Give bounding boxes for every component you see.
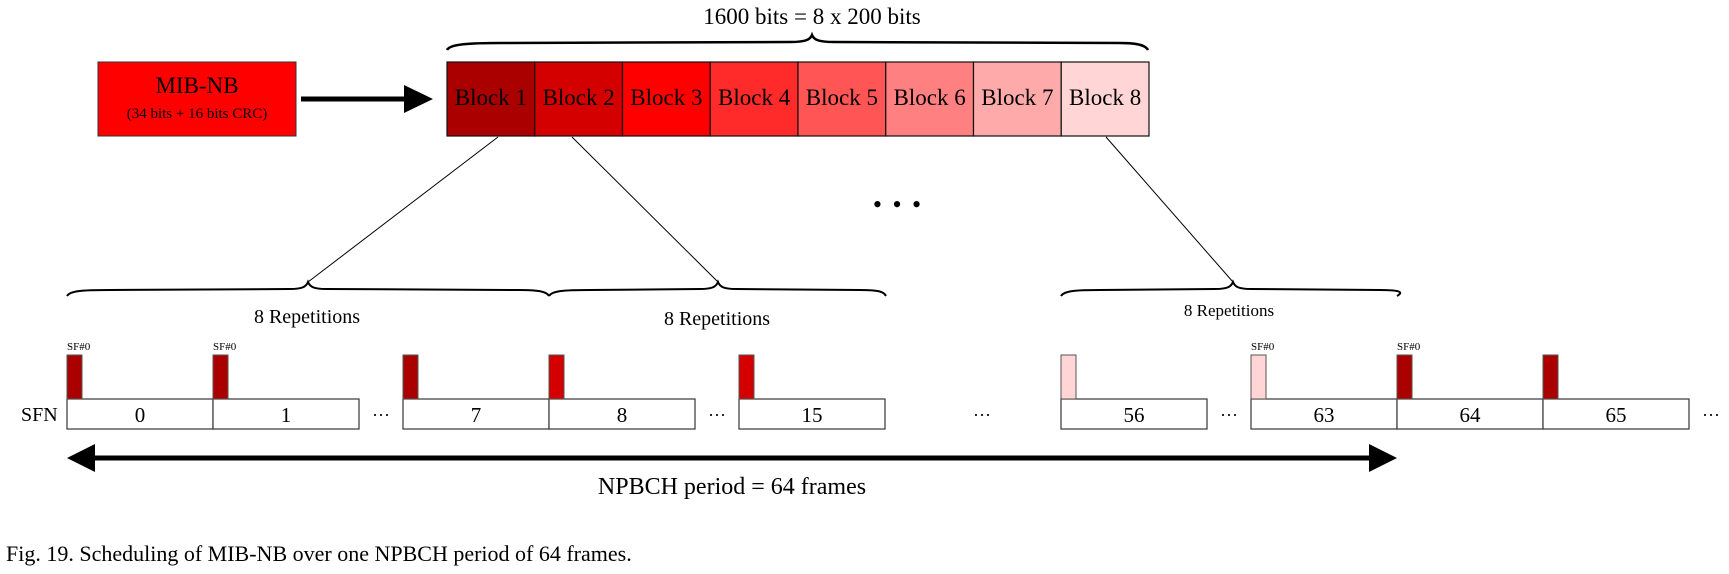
frame-number: 65: [1606, 403, 1627, 427]
sf0-label: SF#0: [213, 341, 237, 353]
sf0-label: SF#0: [1397, 341, 1421, 353]
repetition-brace-2: [548, 279, 887, 297]
block-label: Block 7: [981, 85, 1053, 110]
npbch-subframe-block-1: [1542, 354, 1559, 400]
blocks-ellipsis: • • •: [873, 190, 923, 219]
blocks-row: Block 1 Block 2 Block 3 Block 4 Block 5 Block…: [446, 61, 1150, 137]
frame-number: 64: [1460, 403, 1482, 427]
block-1: [446, 61, 536, 137]
repetition-brace-1: [66, 279, 550, 297]
block1-fan-line: [307, 136, 499, 283]
frame-number: 8: [617, 403, 628, 427]
frame-sfn-56: [1060, 398, 1208, 430]
frame-sfn-1: [212, 398, 360, 430]
frame-sfn-8: [548, 398, 696, 430]
frame-gap-ellipsis: ···: [372, 405, 390, 425]
block-label: Block 5: [806, 85, 878, 110]
mib-nb-title: MIB-NB: [155, 73, 238, 98]
sfn-label: SFN: [21, 404, 58, 426]
figure-caption: Fig. 19. Scheduling of MIB-NB over one N…: [6, 541, 632, 566]
frame-number: 1: [281, 403, 292, 427]
period-arrow-right-head: [1369, 444, 1397, 472]
npbch-subframe-block-1: [402, 354, 419, 400]
period-label: NPBCH period = 64 frames: [598, 474, 866, 500]
npbch-subframe-block-1: [66, 354, 83, 400]
repetitions-label-2: 8 Repetitions: [664, 308, 770, 330]
frame-gap-ellipsis: ···: [1702, 405, 1720, 425]
block-label: Block 1: [455, 85, 527, 110]
block-2: [534, 61, 624, 137]
npbch-subframe-block-8: [1060, 354, 1077, 400]
npbch-subframe-block-1: [212, 354, 229, 400]
frame-number: 63: [1314, 403, 1335, 427]
npbch-subframe-block-2: [738, 354, 755, 400]
sf0-label: SF#0: [67, 341, 91, 353]
npbch-subframe-block-2: [548, 354, 565, 400]
npbch-subframe-block-1: [1396, 354, 1413, 400]
block-8: [1060, 61, 1150, 137]
block-label: Block 4: [718, 85, 791, 110]
frame-sfn-65: [1542, 398, 1690, 430]
repetitions-label-3: 8 Repetitions: [1184, 301, 1274, 320]
mib-nb-subtitle: (34 bits + 16 bits CRC): [127, 106, 268, 122]
frame-sfn-0: [66, 398, 214, 430]
block-5: [797, 61, 887, 137]
encode-arrow-head: [404, 85, 433, 113]
frame-number: 7: [471, 403, 482, 427]
period-arrow-left-head: [67, 444, 95, 472]
npbch-subframe-block-8: [1250, 354, 1267, 400]
mib-nb-box: [97, 61, 297, 137]
repetitions-label-1: 8 Repetitions: [254, 306, 360, 328]
frame-sfn-63: [1250, 398, 1398, 430]
frame-number: 15: [802, 403, 823, 427]
block-label: Block 8: [1069, 85, 1141, 110]
frame-gap-ellipsis: ···: [973, 405, 991, 425]
frame-sfn-15: [738, 398, 886, 430]
block-label: Block 3: [630, 85, 702, 110]
frame-gap-ellipsis: ···: [708, 405, 726, 425]
frames-row: 0 SF#0 1 SF#0 7 8 15 56 63 SF#0 64 SF#0 65 ··· ··· ··· ·…: [66, 341, 1720, 430]
total-brace: [445, 31, 1150, 51]
frame-gap-ellipsis: ···: [1220, 405, 1238, 425]
repetition-brace-3: [1060, 279, 1402, 297]
block-label: Block 6: [894, 85, 966, 110]
block-label: Block 2: [543, 85, 615, 110]
block2-fan-line: [571, 136, 719, 283]
frame-sfn-64: [1396, 398, 1544, 430]
block8-fan-line: [1105, 136, 1234, 283]
frame-number: 0: [135, 403, 146, 427]
frame-number: 56: [1124, 403, 1145, 427]
total-bits-label: 1600 bits = 8 x 200 bits: [703, 4, 920, 29]
sf0-label: SF#0: [1251, 341, 1275, 353]
